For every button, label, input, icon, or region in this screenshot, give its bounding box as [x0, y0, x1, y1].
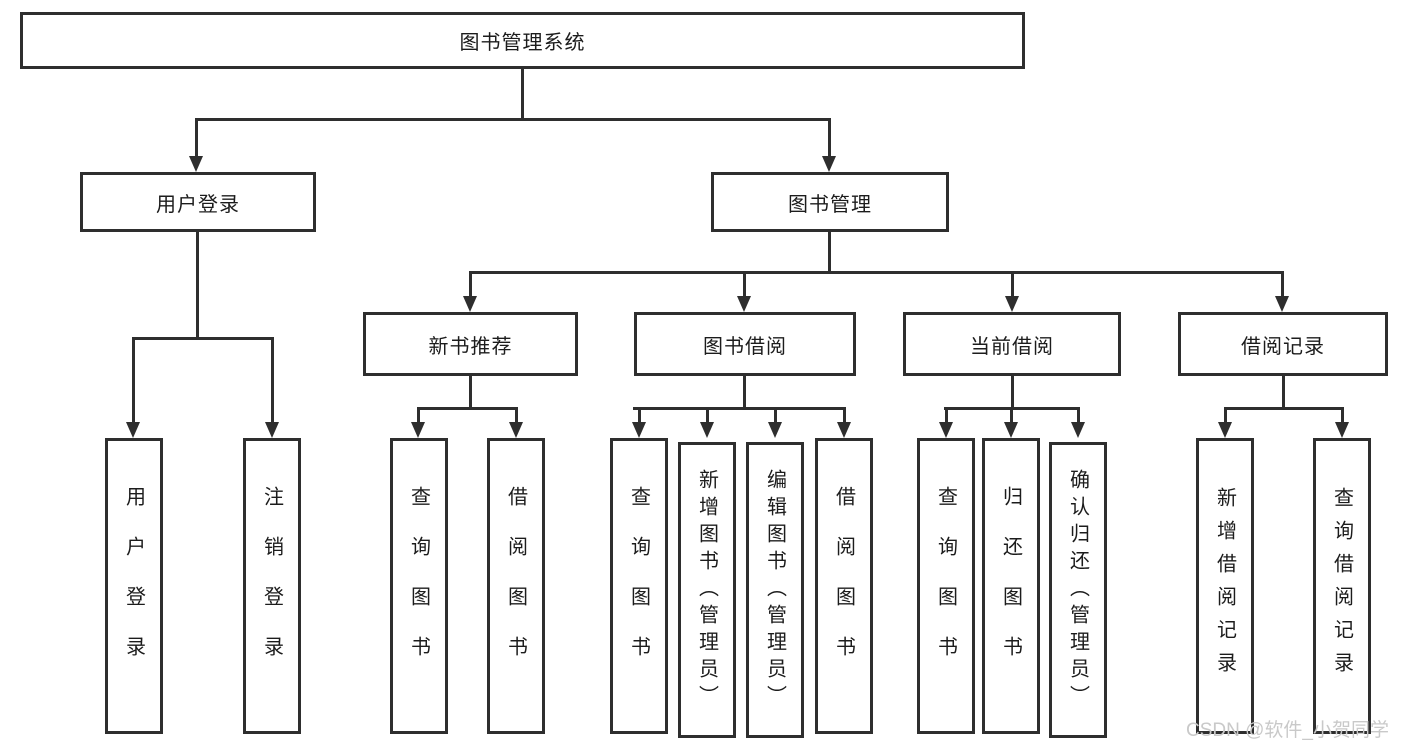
node-book-borrowing: 图书借阅	[634, 312, 856, 376]
watermark: CSDN @软件_小贺同学	[1186, 720, 1389, 741]
leaf-label: 用户登录	[122, 486, 145, 686]
node-book-management: 图书管理	[711, 172, 949, 232]
connector-line	[271, 337, 274, 422]
connector-line	[828, 118, 831, 156]
arrow-down-icon	[822, 156, 836, 172]
leaf-add-borrow-record: 新增借阅记录	[1196, 438, 1254, 734]
connector-line	[843, 407, 846, 422]
leaf-label: 归还图书	[999, 486, 1022, 686]
node-label: 图书借阅	[703, 335, 787, 358]
leaf-label: 新增图书（管理员）	[695, 468, 718, 712]
node-library-management-system: 图书管理系统	[20, 12, 1025, 69]
leaf-label: 新增借阅记录	[1213, 487, 1236, 685]
arrow-down-icon	[737, 296, 751, 312]
arrow-down-icon	[411, 422, 425, 438]
connector-line	[1011, 376, 1014, 409]
connector-line	[828, 232, 831, 273]
connector-line	[638, 407, 641, 422]
arrow-down-icon	[1005, 296, 1019, 312]
leaf-query-books-borrow: 查询图书	[610, 438, 668, 734]
arrow-down-icon	[1335, 422, 1349, 438]
leaf-return-books: 归还图书	[982, 438, 1040, 734]
node-borrowing-records: 借阅记录	[1178, 312, 1388, 376]
node-new-book-recommendation: 新书推荐	[363, 312, 578, 376]
arrow-down-icon	[1275, 296, 1289, 312]
leaf-query-borrow-record: 查询借阅记录	[1313, 438, 1371, 734]
connector-line	[469, 271, 472, 296]
leaf-label: 注销登录	[260, 486, 283, 686]
connector-line	[195, 118, 831, 121]
connector-line	[417, 407, 420, 422]
connector-line	[743, 271, 746, 296]
arrow-down-icon	[1218, 422, 1232, 438]
connector-line	[1282, 376, 1285, 409]
node-label: 当前借阅	[970, 335, 1054, 358]
leaf-label: 查询图书	[934, 486, 957, 686]
connector-line	[1011, 271, 1014, 296]
leaf-logout: 注销登录	[243, 438, 301, 734]
arrow-down-icon	[837, 422, 851, 438]
connector-line	[515, 407, 518, 422]
connector-line	[1341, 407, 1344, 422]
connector-line	[945, 407, 948, 422]
connector-line	[521, 69, 524, 120]
leaf-edit-books-admin: 编辑图书（管理员）	[746, 442, 804, 738]
connector-line	[1077, 407, 1080, 422]
node-label: 借阅记录	[1241, 335, 1325, 358]
leaf-label: 确认归还（管理员）	[1066, 468, 1089, 712]
leaf-confirm-return-admin: 确认归还（管理员）	[1049, 442, 1107, 738]
node-current-borrowing: 当前借阅	[903, 312, 1121, 376]
leaf-label: 借阅图书	[504, 486, 527, 686]
connector-line	[196, 232, 199, 339]
leaf-borrow-books-recommend: 借阅图书	[487, 438, 545, 734]
connector-line	[195, 118, 198, 156]
arrow-down-icon	[265, 422, 279, 438]
node-user-login: 用户登录	[80, 172, 316, 232]
arrow-down-icon	[768, 422, 782, 438]
connector-line	[469, 376, 472, 409]
connector-line	[774, 407, 777, 422]
connector-line	[132, 337, 274, 340]
connector-line	[469, 271, 1284, 274]
leaf-label: 借阅图书	[832, 486, 855, 686]
connector-line	[417, 407, 518, 410]
leaf-label: 编辑图书（管理员）	[763, 468, 786, 712]
arrow-down-icon	[1004, 422, 1018, 438]
leaf-label: 查询图书	[407, 486, 430, 686]
arrow-down-icon	[1071, 422, 1085, 438]
connector-line	[132, 337, 135, 422]
node-label: 用户登录	[156, 193, 240, 216]
connector-line	[706, 407, 709, 422]
connector-line	[1224, 407, 1227, 422]
arrow-down-icon	[632, 422, 646, 438]
arrow-down-icon	[509, 422, 523, 438]
leaf-borrow-books-borrow: 借阅图书	[815, 438, 873, 734]
leaf-user-login: 用户登录	[105, 438, 163, 734]
node-label: 新书推荐	[428, 335, 513, 358]
leaf-label: 查询图书	[627, 486, 650, 686]
leaf-label: 查询借阅记录	[1330, 487, 1353, 685]
connector-line	[1281, 271, 1284, 296]
arrow-down-icon	[463, 296, 477, 312]
connector-line	[1010, 407, 1013, 422]
connector-line	[633, 407, 846, 410]
node-label: 图书管理系统	[459, 32, 586, 54]
arrow-down-icon	[189, 156, 203, 172]
leaf-add-books-admin: 新增图书（管理员）	[678, 442, 736, 738]
arrow-down-icon	[126, 422, 140, 438]
arrow-down-icon	[700, 422, 714, 438]
node-label: 图书管理	[788, 193, 872, 216]
connector-line	[743, 376, 746, 409]
arrow-down-icon	[939, 422, 953, 438]
leaf-query-books-recommend: 查询图书	[390, 438, 448, 734]
leaf-query-books-current: 查询图书	[917, 438, 975, 734]
connector-line	[1224, 407, 1344, 410]
